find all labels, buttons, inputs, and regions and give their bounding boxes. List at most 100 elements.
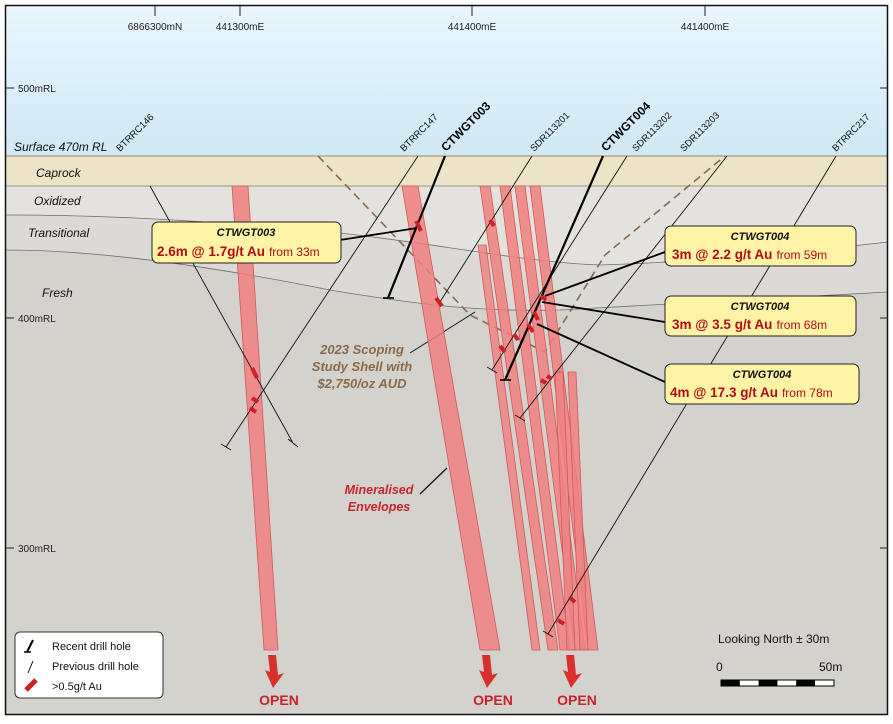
hole-btrrc147 bbox=[225, 155, 419, 448]
hole-btrrc217-end bbox=[542, 630, 554, 638]
callout-3-from: from 68m bbox=[776, 318, 827, 332]
callout-2-text: 3m @ 2.2 g/t Au from 59m bbox=[672, 247, 827, 262]
hole-ctwgt004 bbox=[503, 155, 605, 381]
leader-ctwgt003 bbox=[339, 227, 418, 241]
intercept-1 bbox=[250, 367, 259, 379]
open-label-1: OPEN bbox=[259, 692, 299, 708]
callout-2-main: 3m @ 2.2 g/t Au bbox=[672, 247, 772, 262]
callout-leaders bbox=[339, 227, 666, 383]
envelope-east-5 bbox=[477, 244, 541, 651]
shell-line-3: $2,750/oz AUD bbox=[316, 376, 407, 391]
rl-300-label: 300mRL bbox=[18, 544, 56, 555]
figure-frame bbox=[4, 4, 889, 716]
callout-3-main: 3m @ 3.5 g/t Au bbox=[672, 317, 772, 332]
leader-ctwgt004-78m bbox=[536, 323, 666, 383]
intercept-14 bbox=[568, 596, 577, 604]
fresh-label: Fresh bbox=[42, 286, 73, 300]
envelope-east-1 bbox=[479, 185, 559, 651]
rl-500-label: 500mRL bbox=[18, 84, 56, 95]
intercept-5 bbox=[434, 296, 444, 308]
legend-previous: Previous drill hole bbox=[52, 661, 139, 673]
callout-ctwgt003: CTWGT003 2.6m @ 1.7g/t Au from 33m bbox=[151, 221, 342, 264]
scale-bar: Looking North ± 30m 0 50m bbox=[716, 632, 842, 687]
callout-2-hole: CTWGT004 bbox=[731, 231, 790, 243]
envelope-west bbox=[231, 185, 279, 651]
elevation-axis: 500mRL 400mRL 300mRL bbox=[6, 84, 888, 555]
shell-line-1: 2023 Scoping bbox=[319, 342, 404, 357]
hole-sdr113201 bbox=[439, 155, 533, 303]
intercept-3 bbox=[248, 406, 258, 414]
open-arrow-2: OPEN bbox=[473, 655, 513, 708]
callout-1-main: 2.6m @ 1.7g/t Au bbox=[157, 244, 265, 259]
callout-1-text: 2.6m @ 1.7g/t Au from 33m bbox=[157, 244, 320, 259]
envelope-central bbox=[401, 185, 501, 651]
caprock-layer bbox=[6, 156, 888, 186]
callout-1-from: from 33m bbox=[269, 245, 320, 259]
callout-3-text: 3m @ 3.5 g/t Au from 68m bbox=[672, 317, 827, 332]
intercept-15 bbox=[556, 618, 566, 626]
intercept-11 bbox=[498, 344, 507, 354]
callout-4-text: 4m @ 17.3 g/t Au from 78m bbox=[670, 385, 833, 400]
open-arrow-1: OPEN bbox=[259, 655, 299, 708]
callout-4-main: 4m @ 17.3 g/t Au bbox=[670, 385, 778, 400]
callout-4-hole: CTWGT004 bbox=[733, 369, 792, 381]
callout-2-from: from 59m bbox=[776, 248, 827, 262]
shell-annotation: 2023 Scoping Study Shell with $2,750/oz … bbox=[312, 342, 412, 391]
surface-label: Surface 470m RL bbox=[14, 140, 107, 154]
easting-label-2: 441400mE bbox=[448, 22, 497, 33]
grade-icon bbox=[24, 678, 38, 692]
open-label-2: OPEN bbox=[473, 692, 513, 708]
leader-ctwgt004-59m bbox=[544, 251, 666, 297]
view-direction: Looking North ± 30m bbox=[718, 632, 829, 646]
hole-sdr113202-end bbox=[486, 366, 498, 374]
hole-btrrc146-end bbox=[287, 438, 299, 448]
intercept-13 bbox=[545, 374, 554, 381]
open-arrows: OPEN OPEN OPEN bbox=[259, 655, 597, 708]
open-label-3: OPEN bbox=[557, 692, 597, 708]
envelope-east-6 bbox=[554, 371, 576, 651]
legend: Recent drill hole Previous drill hole >0… bbox=[14, 631, 164, 699]
callout-ctwgt004-59m: CTWGT004 3m @ 2.2 g/t Au from 59m bbox=[664, 225, 857, 267]
legend-grade: >0.5g/t Au bbox=[52, 681, 102, 693]
caprock-label: Caprock bbox=[36, 166, 82, 180]
shell-line-2: Study Shell with bbox=[312, 359, 412, 374]
easting-label-1: 441300mE bbox=[216, 22, 265, 33]
recent-hole-icon bbox=[26, 639, 34, 653]
intercept-2 bbox=[250, 396, 260, 404]
callout-4-from: from 78m bbox=[782, 386, 833, 400]
scale-fifty: 50m bbox=[819, 660, 842, 674]
oxidized-label: Oxidized bbox=[34, 194, 81, 208]
sky-area bbox=[6, 6, 888, 156]
intercept-4 bbox=[414, 220, 423, 232]
callout-ctwgt004-68m: CTWGT004 3m @ 3.5 g/t Au from 68m bbox=[664, 295, 857, 337]
easting-label-3: 441400mE bbox=[681, 22, 730, 33]
intercept-12 bbox=[539, 378, 548, 385]
intercept-6 bbox=[488, 218, 496, 228]
leader-ctwgt004-68m bbox=[541, 301, 666, 323]
callout-3-hole: CTWGT004 bbox=[731, 301, 790, 313]
transitional-label: Transitional bbox=[28, 226, 89, 240]
intercept-7 bbox=[539, 294, 548, 302]
recent-drill-holes bbox=[383, 155, 605, 381]
envelope-east-7 bbox=[567, 371, 589, 651]
envelopes-leader-line bbox=[419, 467, 448, 495]
northing-label: 6866300mN bbox=[128, 22, 182, 33]
envelopes-line-1: Mineralised bbox=[345, 483, 414, 497]
scale-zero: 0 bbox=[716, 660, 723, 674]
hole-sdr113203-end bbox=[514, 414, 526, 422]
legend-recent: Recent drill hole bbox=[52, 641, 131, 653]
top-axis: 6866300mN 441300mE 441400mE 441400mE bbox=[128, 6, 730, 33]
callout-1-hole: CTWGT003 bbox=[217, 227, 276, 239]
previous-hole-icon bbox=[27, 660, 34, 674]
hole-sdr113203 bbox=[519, 155, 728, 419]
rl-400-label: 400mRL bbox=[18, 314, 56, 325]
envelopes-annotation: Mineralised Envelopes bbox=[345, 467, 448, 514]
open-arrow-3: OPEN bbox=[557, 655, 597, 708]
envelopes-line-2: Envelopes bbox=[348, 500, 411, 514]
callout-ctwgt004-78m: CTWGT004 4m @ 17.3 g/t Au from 78m bbox=[664, 363, 860, 405]
intercept-10 bbox=[512, 332, 520, 342]
grade-intercepts bbox=[248, 218, 577, 626]
hole-btrrc147-end bbox=[220, 443, 232, 451]
